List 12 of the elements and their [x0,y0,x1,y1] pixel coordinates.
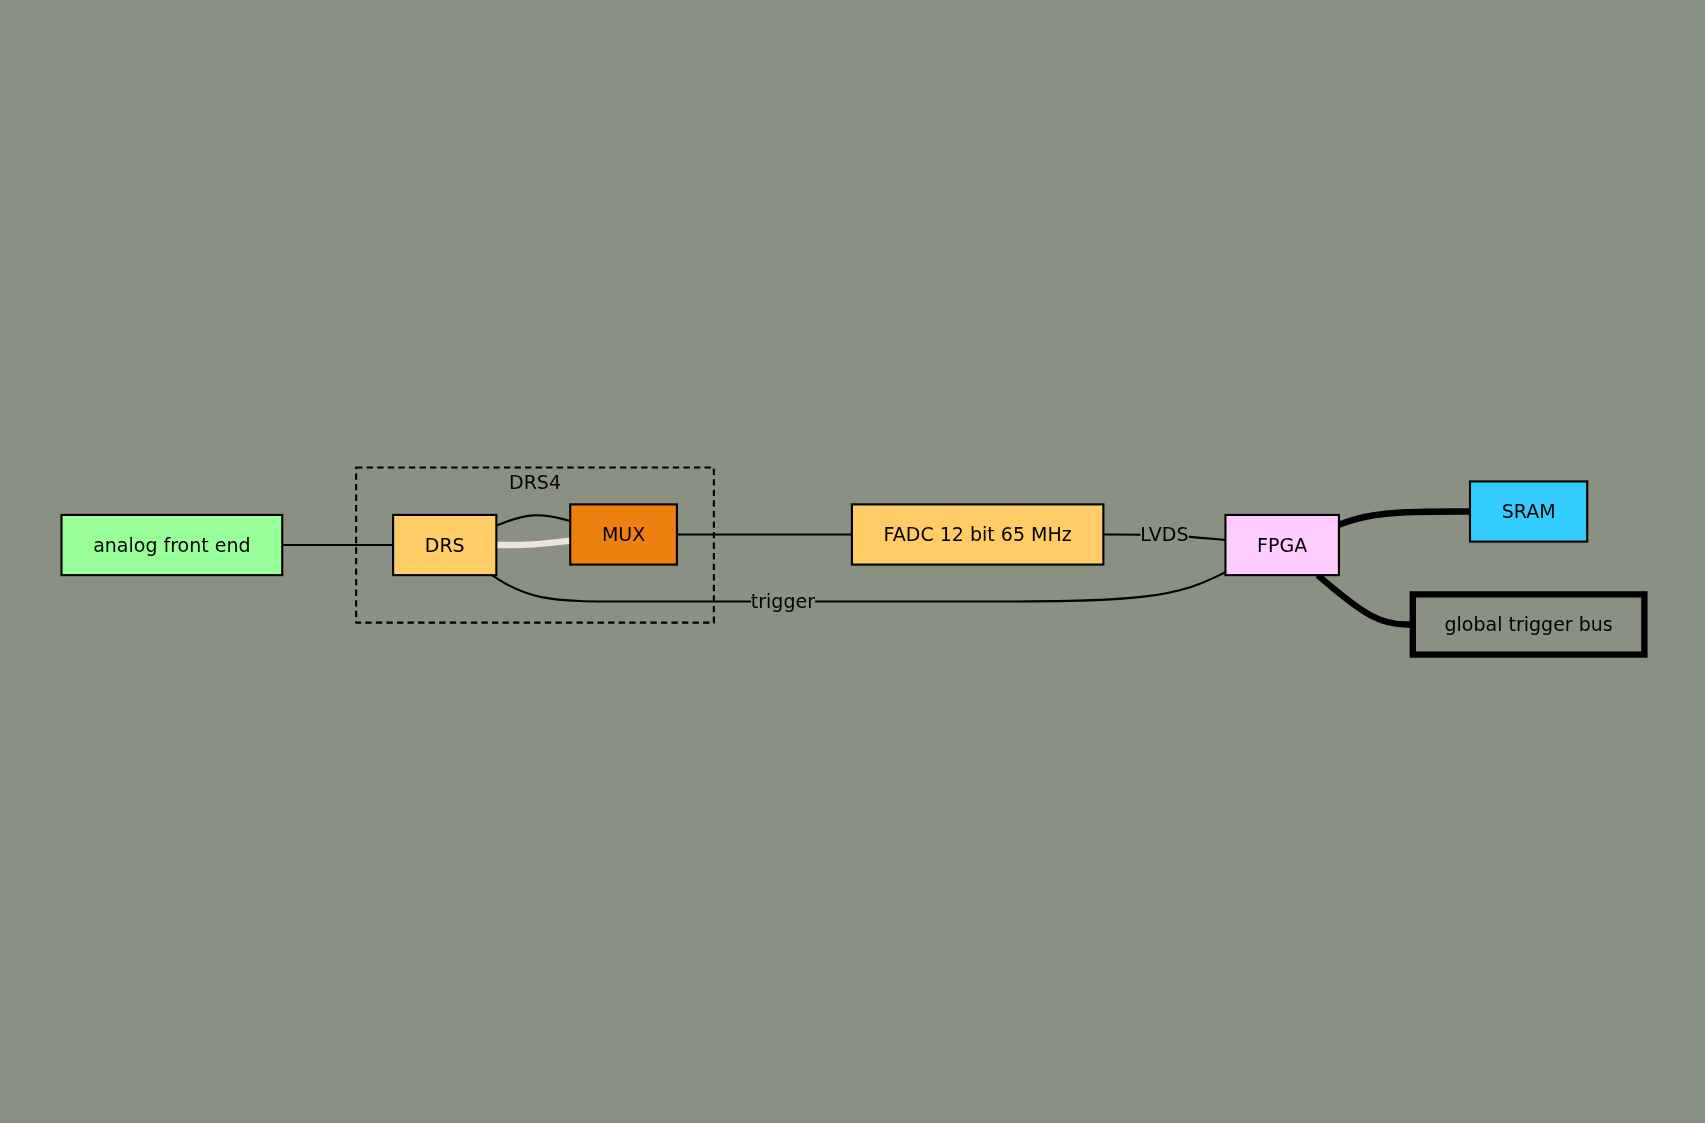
node-box: analog front end [60,514,283,577]
connector [495,538,571,549]
node-box: global trigger bus [1409,591,1648,659]
node-box: DRS [391,514,497,577]
edge-label: trigger [750,590,815,614]
connector [281,544,393,547]
connector [676,533,852,537]
node-box: MUX [568,503,678,567]
node-box: SRAM [1468,480,1588,544]
node-box: FADC 12 bit 65 MHz [850,503,1104,567]
edge-label: LVDS [1139,523,1189,547]
node-box: FPGA [1223,514,1340,577]
